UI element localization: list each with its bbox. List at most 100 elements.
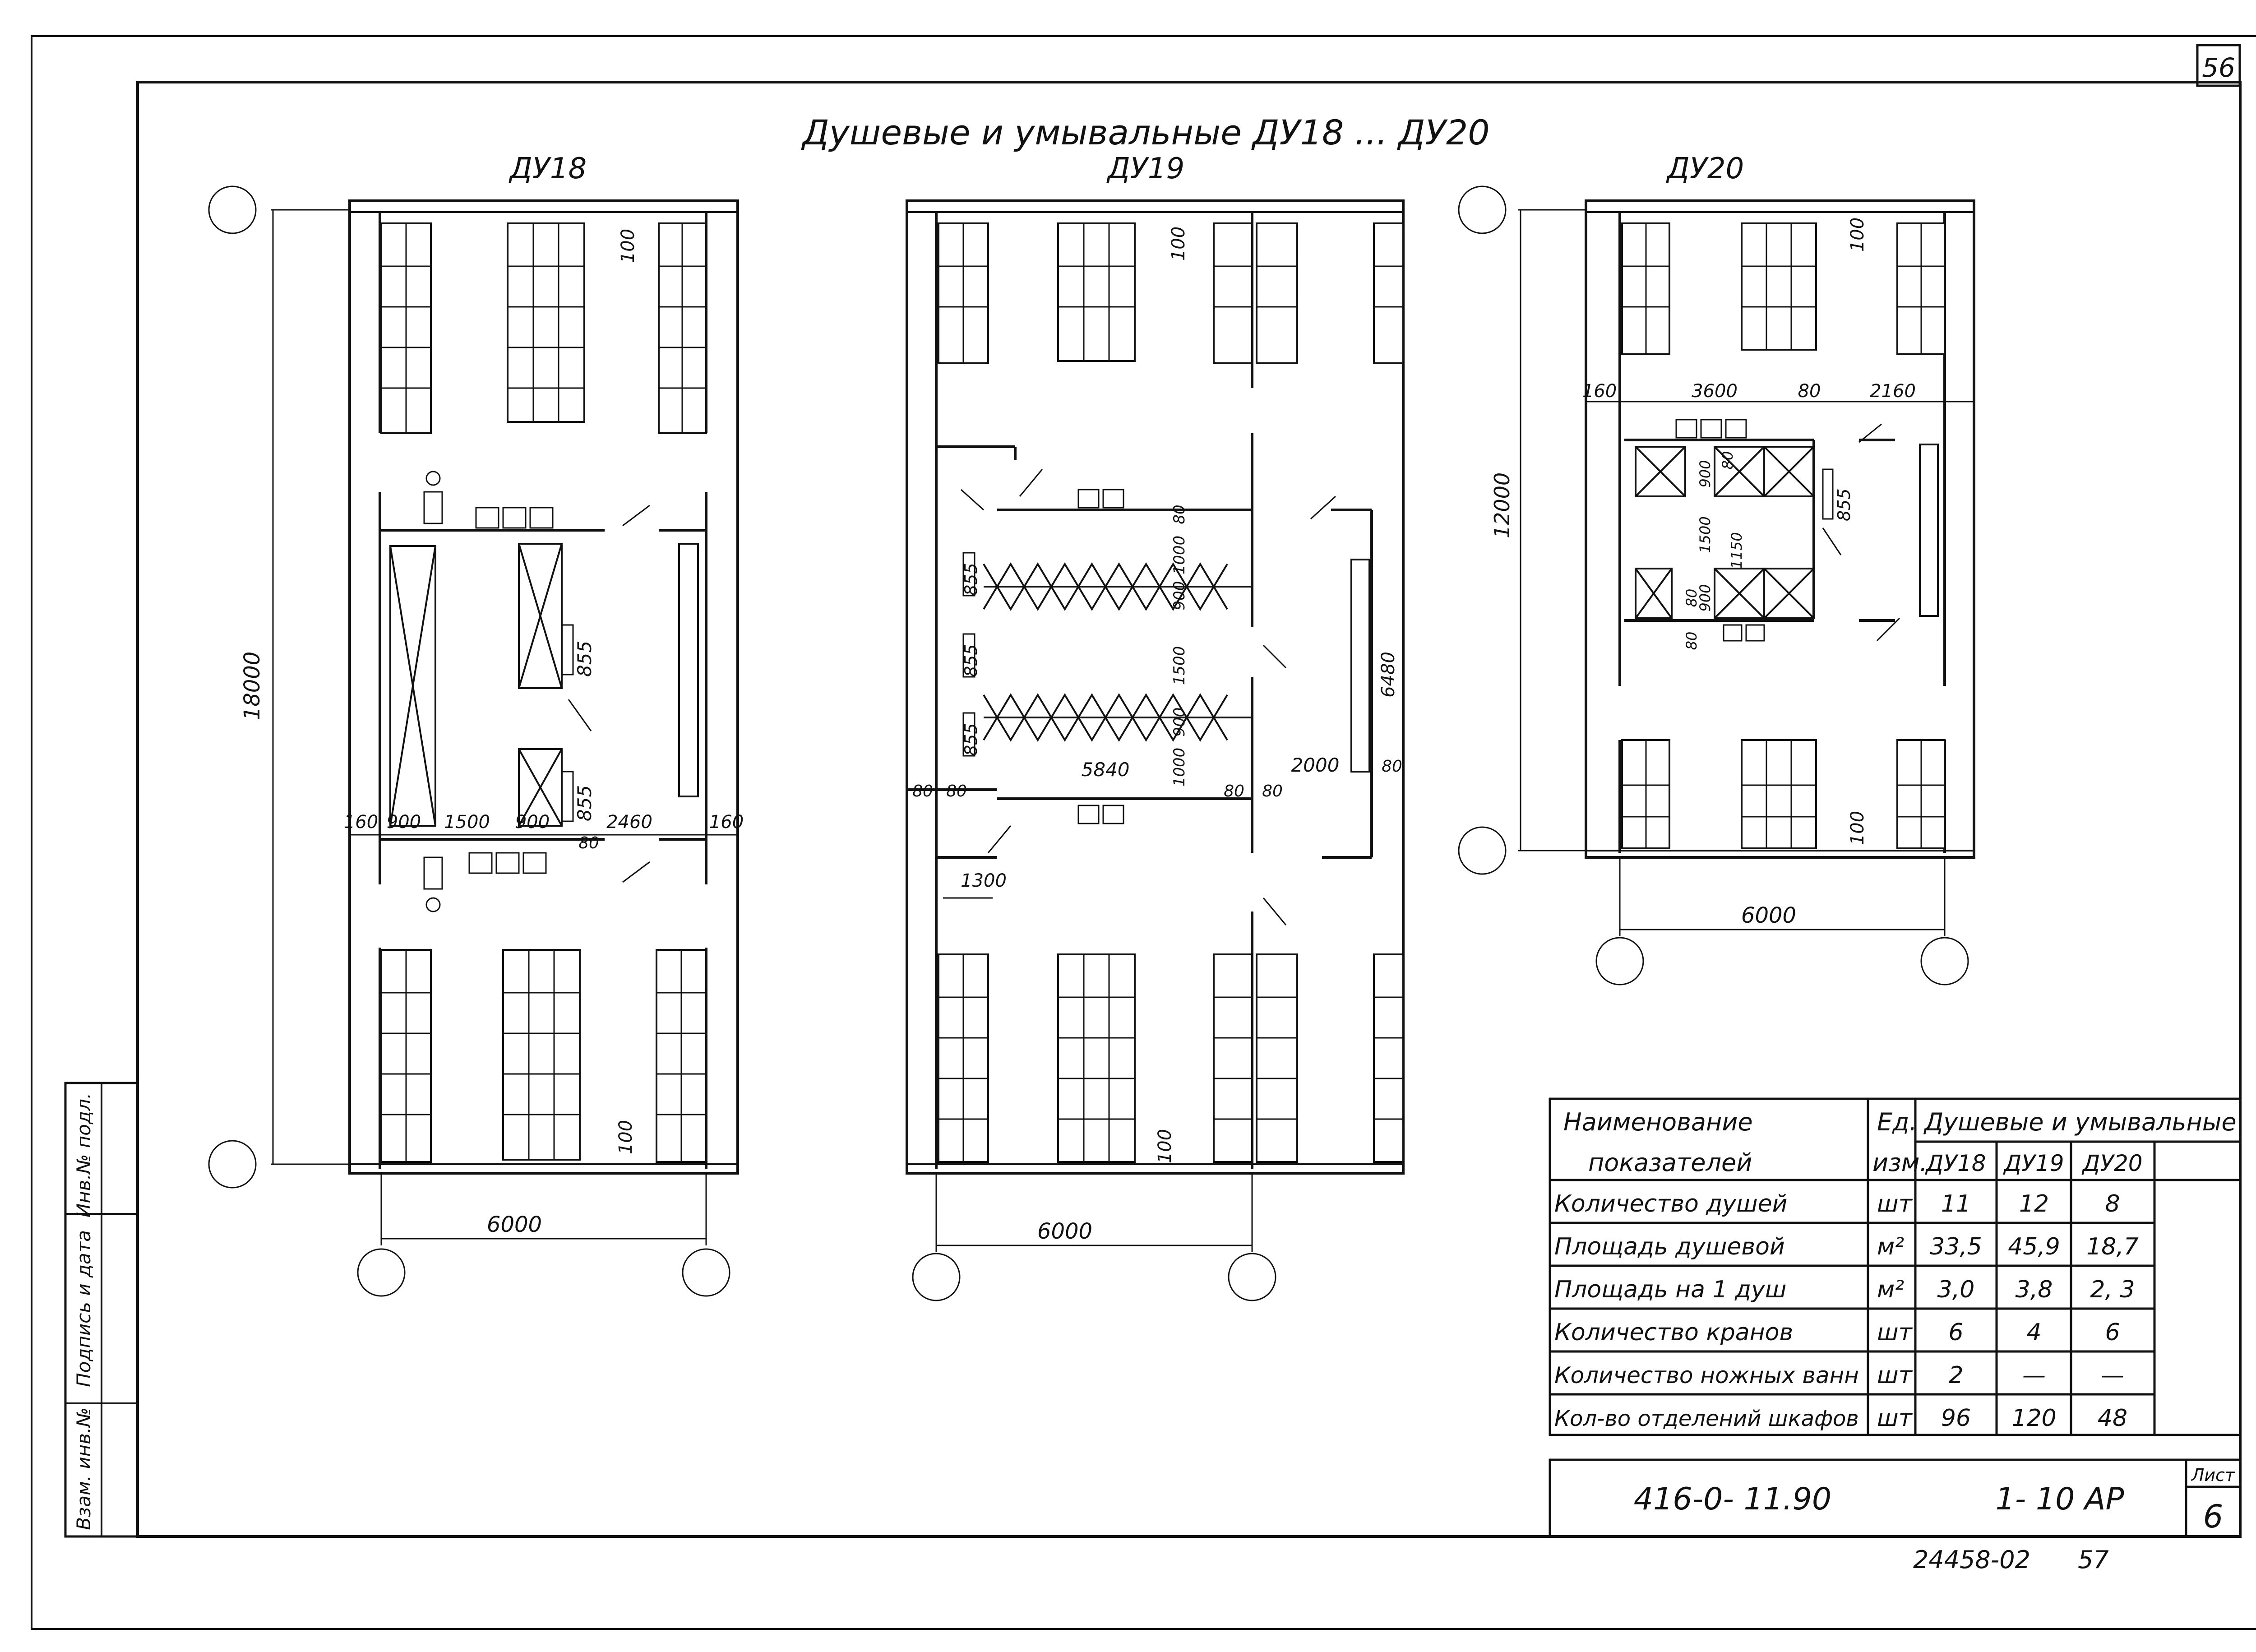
- stamp-code: 416-0- 11.90: [1634, 1481, 1831, 1517]
- table-row-5-v1: 2: [1948, 1362, 1963, 1389]
- du19-dim-v-80: 80: [1170, 504, 1188, 524]
- footer-page: 57: [2078, 1546, 2109, 1574]
- du18-dim-4: 900: [515, 812, 550, 833]
- sheet-title: Душевые и умывальные ДУ18 ... ДУ20: [801, 112, 1489, 153]
- du18-dim-2: 900: [387, 812, 421, 833]
- du19-dim-v-1000-a: 1000: [1170, 536, 1188, 575]
- table-row-1-v2: 12: [2019, 1190, 2049, 1217]
- archive-code: 24458-02: [1913, 1546, 2030, 1574]
- du19-offset-top: 100: [1168, 227, 1189, 261]
- du20-inner-dim-4: 1150: [1728, 532, 1745, 569]
- du19-dim-v-1000-b: 1000: [1170, 748, 1188, 787]
- table-row-2-v2: 45,9: [2008, 1233, 2060, 1260]
- table-row-6-v2: 120: [2011, 1405, 2056, 1432]
- du18-offset-bottom: 100: [615, 1120, 636, 1154]
- du19-bench-label-1: 855: [961, 563, 981, 596]
- stamp-sheet-label: Лист: [2191, 1465, 2236, 1485]
- table-row-1-name: Количество душей: [1554, 1190, 1787, 1217]
- du20-inner-dim-7: 80: [1683, 632, 1700, 650]
- du19-dim-v-1500: 1500: [1170, 646, 1188, 685]
- page-number: 56: [2202, 52, 2235, 83]
- table-row-6-name: Кол-во отделений шкафов: [1554, 1406, 1859, 1431]
- du18-dim-6: 160: [709, 812, 744, 833]
- plan-du19: ДУ19: [906, 152, 1405, 1301]
- table-row-5-v2: —: [2022, 1362, 2046, 1389]
- du20-inner-dim-5: 80: [1683, 589, 1700, 607]
- inner-frame: [136, 81, 2242, 1538]
- du19-dim-80-d: 80: [1262, 782, 1283, 801]
- du19-dim-2000: 2000: [1291, 754, 1340, 776]
- table-row-1-v3: 8: [2105, 1190, 2120, 1217]
- du20-inner-dim-1: 900: [1697, 460, 1714, 487]
- du19-dim-6480: 6480: [1378, 652, 1399, 698]
- du20-dim-2: 3600: [1692, 381, 1738, 402]
- du19-bench-label-3: 855: [961, 723, 981, 756]
- side-label-archive-no: Инв.№ подл.: [73, 1093, 95, 1217]
- page-number-box: [2196, 44, 2241, 87]
- du19-bench-label-2: 855: [961, 644, 981, 677]
- stamp-sheet-number: 6: [2203, 1498, 2224, 1535]
- table-row-3-v3: 2, 3: [2090, 1276, 2135, 1303]
- du20-offset-bottom: 100: [1847, 811, 1868, 845]
- du18-dim-5: 2460: [606, 812, 652, 833]
- table-row-3-unit: м²: [1877, 1276, 1904, 1303]
- table-row-5-unit: шт: [1877, 1362, 1913, 1389]
- du19-dim-v-900-b: 900: [1170, 708, 1188, 737]
- table-row-4-v2: 4: [2026, 1319, 2041, 1346]
- du19-dim-80-c: 80: [1224, 782, 1244, 801]
- side-label-signature: Подпись и дата: [73, 1230, 95, 1387]
- table-row-4-v3: 6: [2105, 1319, 2120, 1346]
- du18-extra-dim: 80: [578, 834, 599, 852]
- table-row-3-name: Площадь на 1 душ: [1554, 1276, 1786, 1303]
- du20-dim-3: 80: [1798, 381, 1821, 402]
- table-row-2-v1: 33,5: [1930, 1233, 1982, 1260]
- du20-offset-top: 100: [1847, 217, 1868, 252]
- du20-inner-dim-2: 80: [1719, 451, 1736, 470]
- table-header-unit-1: Ед.: [1877, 1108, 1917, 1136]
- table-header-group: Душевые и умывальные: [1923, 1108, 2237, 1136]
- plan-du19-title: ДУ19: [1106, 152, 1184, 185]
- table-row-4-v1: 6: [1948, 1319, 1963, 1346]
- du19-dim-v-900-a: 900: [1170, 581, 1188, 611]
- du20-width: 6000: [1741, 903, 1796, 928]
- du18-offset-top: 100: [618, 229, 638, 263]
- table-col-du18: ДУ18: [1925, 1150, 1986, 1176]
- table-header-name-2: показателей: [1588, 1148, 1752, 1177]
- table-row-2-v3: 18,7: [2086, 1233, 2139, 1260]
- table-row-3-v2: 3,8: [2016, 1276, 2053, 1303]
- plan-du18: ДУ18: [208, 152, 744, 1297]
- du19-dim-80-e: 80: [1382, 757, 1402, 776]
- plan-du18-title: ДУ18: [509, 152, 587, 185]
- du20-overall-length: 12000: [1490, 472, 1514, 538]
- du19-width: 6000: [1037, 1219, 1092, 1244]
- outer-frame: [31, 35, 2256, 1630]
- du19-corridor: 1300: [961, 870, 1007, 891]
- table-row-4-name: Количество кранов: [1554, 1319, 1793, 1346]
- du20-bench-label: 855: [1834, 488, 1854, 521]
- stamp-section: 1- 10 АР: [1995, 1481, 2124, 1517]
- table-row-2-unit: м²: [1877, 1233, 1904, 1260]
- spec-table: Наименование показателей Ед. изм. Душевы…: [1549, 1097, 2242, 1436]
- table-row-6-v1: 96: [1941, 1405, 1971, 1432]
- du18-dim-1: 160: [344, 812, 378, 833]
- table-row-4-unit: шт: [1877, 1319, 1913, 1346]
- du19-dim-80-b: 80: [946, 782, 967, 801]
- plan-du20: ДУ20: [1458, 152, 1975, 986]
- du20-inner-dim-6: 900: [1697, 584, 1714, 611]
- table-row-1-v1: 11: [1941, 1190, 1971, 1217]
- table-row-6-v3: 48: [2098, 1405, 2127, 1432]
- table-row-3-v1: 3,0: [1937, 1276, 1975, 1303]
- du18-dim-3: 1500: [444, 812, 490, 833]
- table-header-name-1: Наименование: [1563, 1108, 1753, 1136]
- du20-dim-1: 160: [1582, 381, 1617, 402]
- du20-dim-4: 2160: [1870, 381, 1916, 402]
- du18-bench-label-1: 855: [573, 641, 596, 677]
- table-row-1-unit: шт: [1877, 1190, 1913, 1217]
- du18-bench-label-2: 855: [573, 785, 596, 821]
- table-row-6-unit: шт: [1877, 1405, 1913, 1432]
- du19-dim-80-a: 80: [912, 782, 933, 801]
- du18-overall-length: 18000: [240, 652, 265, 721]
- table-row-5-name: Количество ножных ванн: [1554, 1362, 1859, 1388]
- du19-offset-bottom: 100: [1155, 1129, 1175, 1163]
